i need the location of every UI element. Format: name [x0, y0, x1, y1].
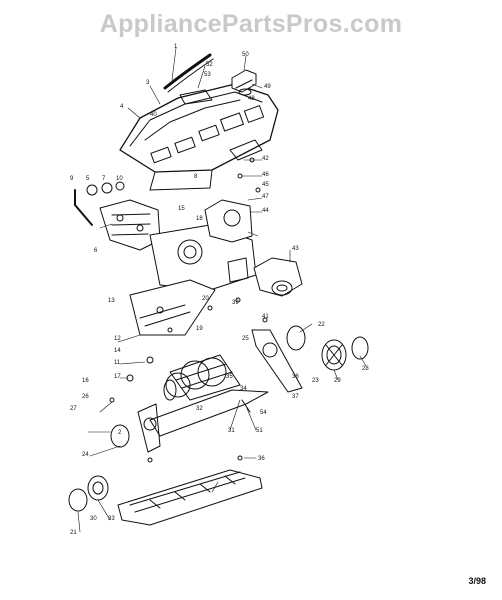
main-body [149, 199, 257, 291]
callout-31: 31 [228, 428, 235, 434]
callout-49: 49 [264, 84, 271, 90]
callout-29: 29 [334, 378, 341, 384]
callout-23: 23 [312, 378, 319, 384]
callout-21: 21 [70, 530, 77, 536]
callout-35: 35 [226, 374, 233, 380]
callout-39: 39 [232, 300, 239, 306]
callout-36: 36 [258, 456, 265, 462]
callout-labels: 1 2 3 4 5 6 7 8 9 10 11 12 13 14 15 16 1… [70, 44, 369, 536]
callout-30: 30 [90, 516, 97, 522]
motor-assembly [163, 354, 241, 401]
callout-7: 7 [102, 176, 106, 182]
callout-52: 52 [206, 62, 213, 68]
callout-32: 32 [196, 406, 203, 412]
drive-belt [149, 389, 269, 437]
fan-housing [227, 257, 303, 297]
watermark: AppliancePartsPros.com [99, 10, 403, 38]
callout-22: 22 [318, 322, 325, 328]
callout-15: 15 [178, 206, 185, 212]
callout-12: 12 [114, 336, 121, 342]
callout-34: 34 [240, 386, 247, 392]
handle-bail [163, 53, 214, 93]
callout-48: 48 [248, 96, 255, 102]
switch-knob [231, 69, 257, 96]
callout-18: 18 [196, 216, 203, 222]
cord-hook [74, 181, 125, 226]
callout-17: 17 [114, 374, 121, 380]
callout-25: 25 [242, 336, 249, 342]
callout-44: 44 [262, 208, 269, 214]
callout-13: 13 [108, 298, 115, 304]
callout-2: 2 [118, 430, 122, 436]
end-plate-left [110, 403, 161, 453]
leader-lines [77, 47, 367, 533]
base-frame [129, 279, 216, 336]
callout-24: 24 [82, 452, 89, 458]
hardware-screws [109, 157, 268, 463]
callout-42: 42 [262, 156, 269, 162]
callout-5: 5 [86, 176, 90, 182]
callout-11: 11 [114, 360, 121, 366]
callout-27: 27 [70, 406, 77, 412]
callout-45: 45 [262, 182, 269, 188]
callout-3: 3 [146, 80, 150, 86]
side-plate [251, 325, 306, 393]
callout-50: 50 [242, 52, 249, 58]
callout-46: 46 [262, 172, 269, 178]
callout-19: 19 [196, 326, 203, 332]
callout-16: 16 [82, 378, 89, 384]
callout-33: 33 [108, 516, 115, 522]
callout-53: 53 [204, 72, 211, 78]
callout-10: 10 [116, 176, 123, 182]
callout-8: 8 [194, 174, 198, 180]
top-cover [119, 83, 279, 191]
bottom-plate [117, 469, 263, 526]
callout-51: 51 [256, 428, 263, 434]
callout-28: 28 [362, 366, 369, 372]
callout-38: 38 [292, 374, 299, 380]
callout-4: 4 [120, 104, 124, 110]
callout-9: 9 [70, 176, 74, 182]
callout-40: 40 [150, 112, 157, 118]
callout-37: 37 [292, 394, 299, 400]
page-code: 3/98 [468, 576, 486, 586]
callout-6: 6 [94, 248, 98, 254]
callout-47: 47 [262, 194, 269, 200]
callout-26: 26 [82, 394, 89, 400]
callout-14: 14 [114, 348, 121, 354]
callout-54: 54 [260, 410, 267, 416]
callout-20: 20 [202, 296, 209, 302]
callout-43: 43 [292, 246, 299, 252]
callout-1: 1 [174, 44, 178, 50]
callout-41: 41 [262, 314, 269, 320]
wheel-left [68, 475, 109, 512]
